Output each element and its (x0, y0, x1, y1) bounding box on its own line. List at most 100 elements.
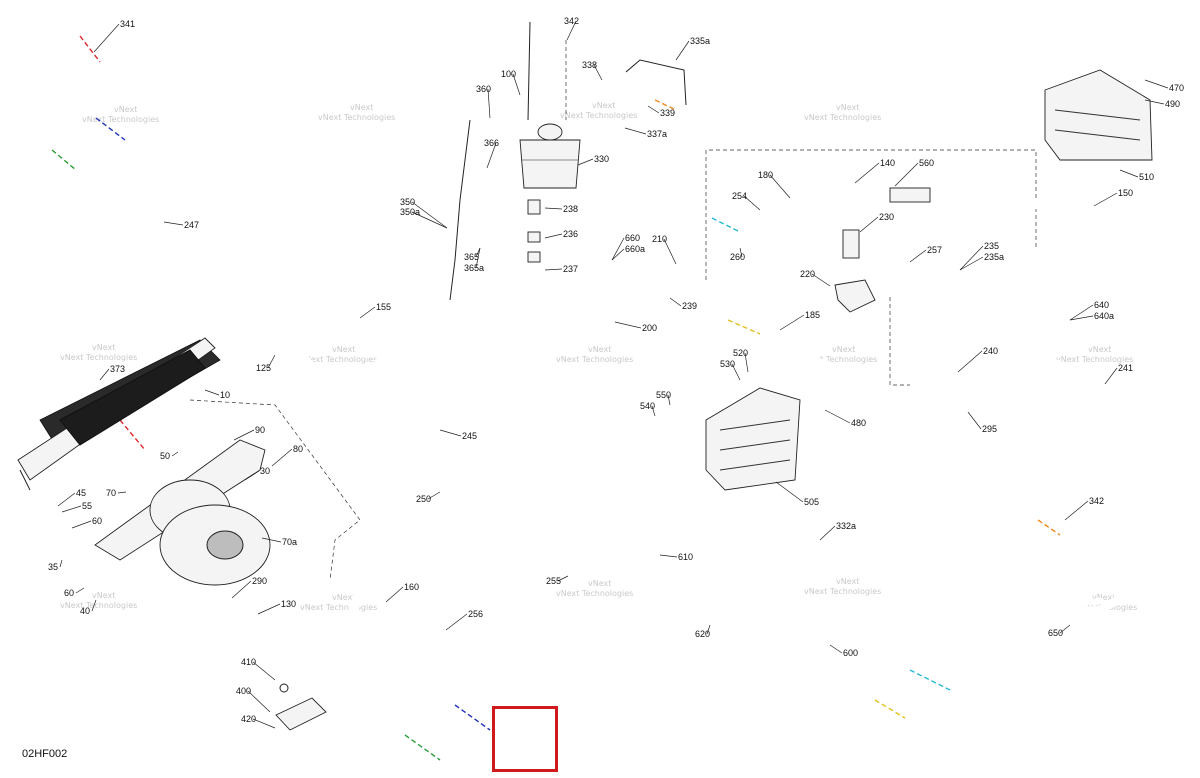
callout-label[interactable]: 640a (1094, 311, 1114, 321)
callout-label[interactable]: 366 (484, 138, 499, 148)
callout-label[interactable]: 341 (120, 19, 135, 29)
callout-label[interactable]: 70a (282, 537, 297, 547)
callout-label[interactable]: 237 (563, 264, 578, 274)
callout-label[interactable]: 610 (678, 552, 693, 562)
callout-label[interactable]: 360 (476, 84, 491, 94)
callout-label[interactable]: 332a (836, 521, 856, 531)
watermark-line2: vNext Technologies (60, 601, 137, 610)
callout-label[interactable]: 256 (468, 609, 483, 619)
callout-label[interactable]: 410 (241, 657, 256, 667)
callout-label[interactable]: 339 (660, 108, 675, 118)
callout-label[interactable]: 420 (241, 714, 256, 724)
callout-label[interactable]: 245 (462, 431, 477, 441)
callout-label[interactable]: 600 (843, 648, 858, 658)
callout-label[interactable]: 30 (260, 466, 270, 476)
callout-label[interactable]: 650 (1048, 628, 1063, 638)
callout-leader (1119, 169, 1139, 178)
callout-label[interactable]: 230 (879, 212, 894, 222)
callout-leader (117, 491, 127, 494)
callout-leader (439, 429, 462, 437)
callout-label[interactable]: 520 (733, 348, 748, 358)
callout-label[interactable]: 140 (880, 158, 895, 168)
callout-label[interactable]: 150 (1118, 188, 1133, 198)
callout-label[interactable]: 330 (594, 154, 609, 164)
callout-label[interactable]: 540 (640, 401, 655, 411)
callout-label[interactable]: 560 (919, 158, 934, 168)
callout-leader (171, 451, 179, 457)
callout-label[interactable]: 130 (281, 599, 296, 609)
callout-label[interactable]: 80 (293, 444, 303, 454)
callout-label[interactable]: 620 (695, 629, 710, 639)
callout-label[interactable]: 505 (804, 497, 819, 507)
callout-label[interactable]: 60 (92, 516, 102, 526)
callout-label[interactable]: 155 (376, 302, 391, 312)
callout-label[interactable]: 160 (404, 582, 419, 592)
callout-label[interactable]: 90 (255, 425, 265, 435)
callout-label[interactable]: 338 (582, 60, 597, 70)
callout-label[interactable]: 50 (160, 451, 170, 461)
callout-label[interactable]: 55 (82, 501, 92, 511)
callout-label[interactable]: 239 (682, 301, 697, 311)
callout-label[interactable]: 257 (927, 245, 942, 255)
callout-label[interactable]: 350 (400, 197, 415, 207)
callout-label[interactable]: 373 (110, 364, 125, 374)
callout-label[interactable]: 350a (400, 207, 420, 217)
callout-label[interactable]: 100 (501, 69, 516, 79)
callout-label[interactable]: 180 (758, 170, 773, 180)
callout-label[interactable]: 247 (184, 220, 199, 230)
callout-label[interactable]: 70 (106, 488, 116, 498)
callout-leader (779, 314, 805, 331)
callout-label[interactable]: 210 (652, 234, 667, 244)
callout-leader (854, 162, 880, 184)
callout-label[interactable]: 241 (1118, 363, 1133, 373)
callout-label[interactable]: 238 (563, 204, 578, 214)
callout-label[interactable]: 365a (464, 263, 484, 273)
callout-label[interactable]: 250 (416, 494, 431, 504)
callout-label[interactable]: 240 (983, 346, 998, 356)
callout-label[interactable]: 660a (625, 244, 645, 254)
callout-label[interactable]: 200 (642, 323, 657, 333)
drawing-code: 02HF002 (22, 748, 67, 760)
callout-label[interactable]: 35 (48, 562, 58, 572)
callout-label[interactable]: 45 (76, 488, 86, 498)
callout-label[interactable]: 40 (80, 606, 90, 616)
callout-leader (959, 256, 984, 271)
callout-label[interactable]: 510 (1139, 172, 1154, 182)
callout-label[interactable]: 236 (563, 229, 578, 239)
callout-label[interactable]: 295 (982, 424, 997, 434)
watermark-line1: vNext (588, 345, 611, 354)
callout-leader (247, 690, 271, 713)
callout-label[interactable]: 530 (720, 359, 735, 369)
callout-label[interactable]: 480 (851, 418, 866, 428)
callout-label[interactable]: 342 (1089, 496, 1104, 506)
callout-label[interactable]: 550 (656, 390, 671, 400)
callout-label[interactable]: 660 (625, 233, 640, 243)
callout-label[interactable]: 337a (647, 129, 667, 139)
callout-label[interactable]: 400 (236, 686, 251, 696)
callout-label[interactable]: 235a (984, 252, 1004, 262)
callout-label[interactable]: 255 (546, 576, 561, 586)
callout-leader (909, 249, 927, 263)
callout-label[interactable]: 185 (805, 310, 820, 320)
callout-label[interactable]: 254 (732, 191, 747, 201)
callout-label[interactable]: 490 (1165, 99, 1180, 109)
callout-label[interactable]: 290 (252, 576, 267, 586)
callout-leader (824, 409, 851, 424)
callout-label[interactable]: 335a (690, 36, 710, 46)
watermark-line1: vNext (92, 343, 115, 352)
callout-label[interactable]: 220 (800, 269, 815, 279)
expansion-tank-assembly (449, 21, 687, 327)
callout-label[interactable]: 235 (984, 241, 999, 251)
callout-leader (743, 195, 761, 211)
callout-label[interactable]: 365 (464, 252, 479, 262)
callout-label[interactable]: 342 (564, 16, 579, 26)
callout-label[interactable]: 470 (1169, 83, 1184, 93)
callout-label[interactable]: 640 (1094, 300, 1109, 310)
callout-label[interactable]: 60 (64, 588, 74, 598)
selection-highlight-box[interactable] (492, 706, 558, 772)
callout-label[interactable]: 260 (730, 252, 745, 262)
callout-label[interactable]: 125 (256, 363, 271, 373)
callout-leader (71, 520, 92, 529)
callout-label[interactable]: 10 (220, 390, 230, 400)
